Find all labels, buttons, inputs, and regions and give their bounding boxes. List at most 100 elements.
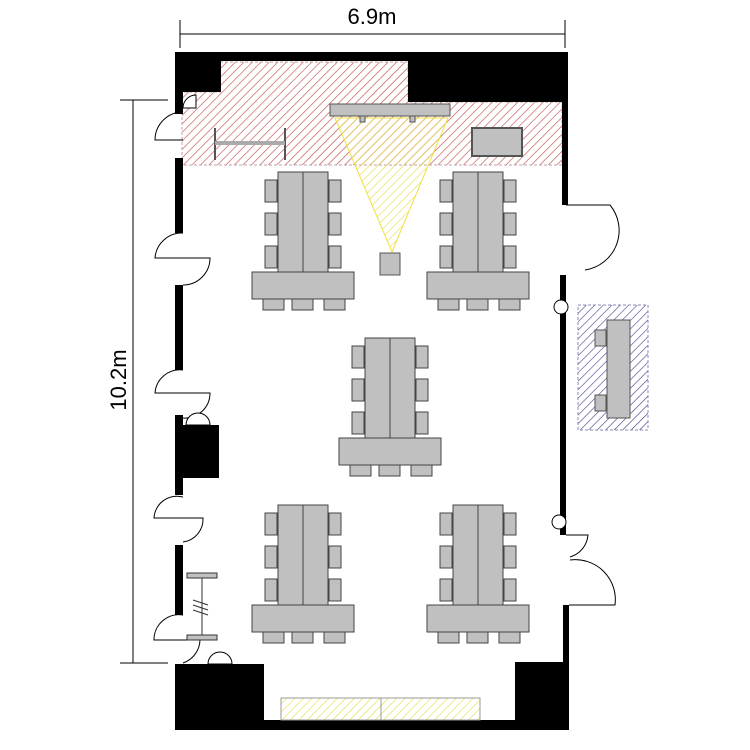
- chair: [264, 578, 278, 602]
- table: [364, 337, 391, 439]
- projector-screen: [329, 103, 451, 123]
- door-right-1[interactable]: [566, 204, 620, 271]
- chair: [328, 212, 342, 236]
- door-left-4[interactable]: [182, 517, 204, 543]
- chair: [291, 298, 314, 311]
- table: [251, 604, 355, 633]
- chair: [262, 631, 285, 644]
- chair: [439, 212, 453, 236]
- chair: [410, 464, 433, 477]
- chair: [328, 245, 342, 269]
- outlet-icon: [207, 651, 233, 665]
- chair: [264, 179, 278, 203]
- coat-rack: [186, 572, 218, 641]
- chair: [264, 545, 278, 569]
- outlet-icon: [185, 412, 211, 426]
- chair: [328, 512, 342, 536]
- chair: [264, 245, 278, 269]
- chair: [323, 298, 346, 311]
- walls: [175, 52, 569, 730]
- projector: [379, 252, 401, 276]
- table: [426, 271, 530, 300]
- chair: [291, 631, 314, 644]
- door-left-5b[interactable]: [182, 639, 201, 664]
- table-group: [251, 171, 355, 311]
- table: [277, 171, 304, 273]
- chair: [262, 298, 285, 311]
- width-label: 6.9m: [348, 4, 397, 29]
- chair: [503, 245, 517, 269]
- chair: [437, 298, 460, 311]
- chair: [415, 378, 429, 402]
- table: [302, 504, 329, 606]
- chair: [349, 464, 372, 477]
- width-dimension: 6.9m: [179, 4, 566, 48]
- table-group: [338, 337, 442, 477]
- doors: [153, 111, 620, 664]
- table: [389, 337, 416, 439]
- chair: [437, 631, 460, 644]
- chair: [378, 464, 401, 477]
- table: [477, 171, 504, 273]
- chair: [351, 345, 365, 369]
- outlet-icon: [182, 94, 197, 109]
- depth-dimension: 10.2m: [106, 99, 168, 664]
- chair: [264, 512, 278, 536]
- table: [277, 504, 304, 606]
- chair: [264, 212, 278, 236]
- chair: [323, 631, 346, 644]
- table: [477, 504, 504, 606]
- outlet-icon: [551, 514, 567, 530]
- table-group: [426, 504, 530, 644]
- door-left-5[interactable]: [153, 614, 184, 641]
- depth-label: 10.2m: [106, 349, 131, 410]
- chair: [328, 179, 342, 203]
- table-groups: [251, 171, 530, 644]
- lectern: [471, 127, 523, 157]
- door-left-4b[interactable]: [153, 495, 184, 519]
- chair: [328, 545, 342, 569]
- table: [426, 604, 530, 633]
- table-group: [251, 504, 355, 644]
- chair: [466, 298, 489, 311]
- chair: [439, 245, 453, 269]
- door-right-2[interactable]: [566, 534, 589, 558]
- projection-cone: [334, 117, 449, 254]
- door-left-2b[interactable]: [154, 232, 184, 259]
- outlet-icon: [553, 299, 569, 315]
- table: [251, 271, 355, 300]
- chair: [503, 179, 517, 203]
- table: [452, 504, 479, 606]
- chair: [351, 378, 365, 402]
- side-chair: [594, 329, 607, 347]
- door-right-2b[interactable]: [569, 559, 616, 606]
- whiteboard: [214, 128, 286, 160]
- chair: [439, 545, 453, 569]
- door-left-3b[interactable]: [154, 369, 184, 394]
- chair: [503, 512, 517, 536]
- chair: [351, 411, 365, 435]
- chair: [439, 512, 453, 536]
- chair: [415, 345, 429, 369]
- chair: [415, 411, 429, 435]
- chair: [498, 298, 521, 311]
- door-left-1[interactable]: [154, 111, 184, 141]
- chair: [439, 179, 453, 203]
- chair: [466, 631, 489, 644]
- outlets: [182, 94, 569, 665]
- chair: [503, 212, 517, 236]
- chair: [498, 631, 521, 644]
- table: [452, 171, 479, 273]
- chair: [503, 545, 517, 569]
- chair: [503, 578, 517, 602]
- table-group: [426, 171, 530, 311]
- side-chair: [594, 394, 607, 412]
- table: [302, 171, 329, 273]
- chair: [439, 578, 453, 602]
- door-left-2[interactable]: [182, 257, 211, 286]
- storage-cabinet: [280, 697, 481, 721]
- side-table: [606, 319, 631, 419]
- table: [338, 437, 442, 466]
